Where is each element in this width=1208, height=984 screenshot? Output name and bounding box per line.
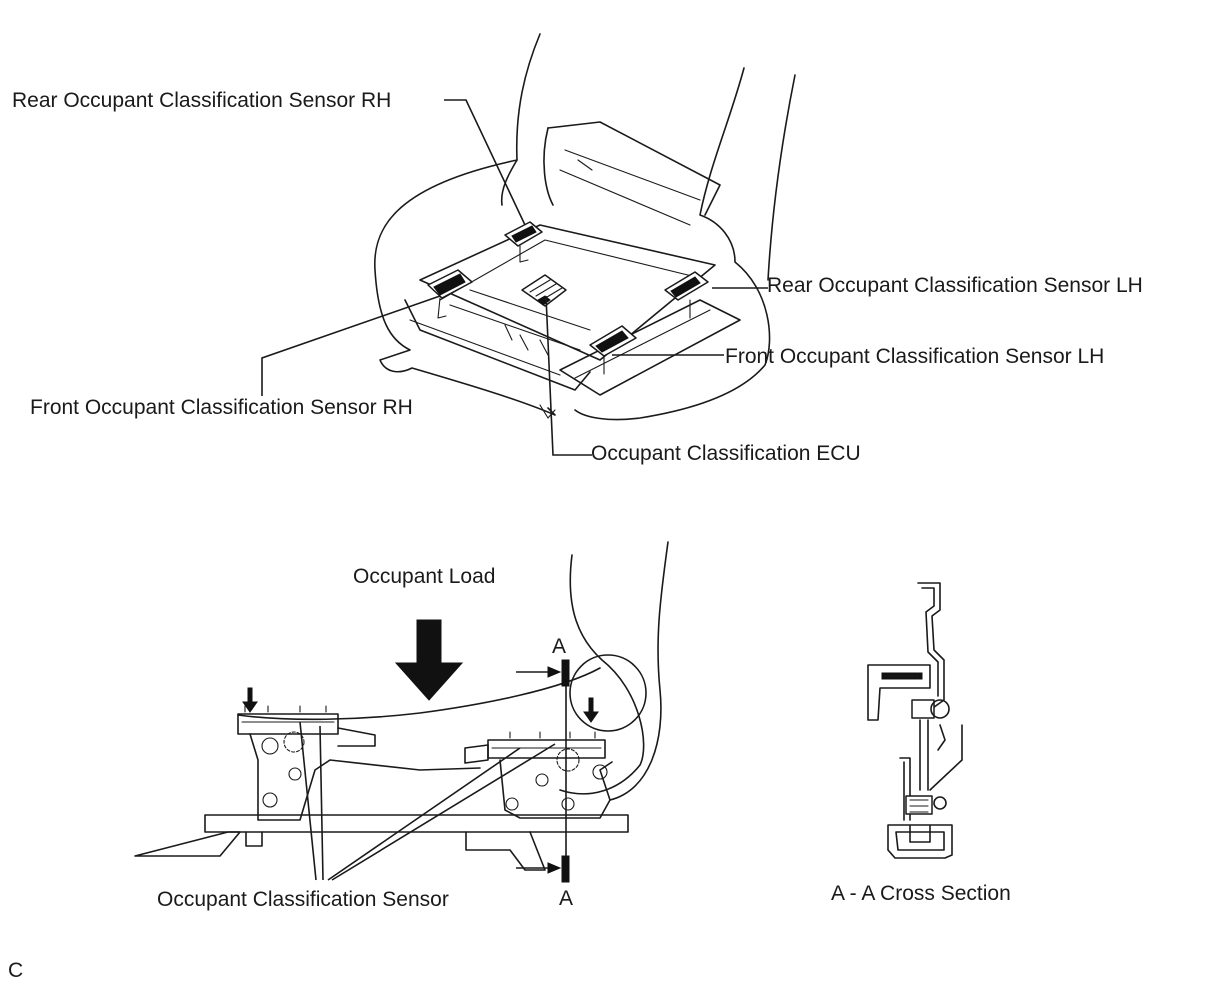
front-rh-sensor-mark <box>427 269 473 319</box>
cross-section-drawing <box>867 582 963 859</box>
label-section-a-top: A <box>552 635 567 658</box>
rear-lh-sensor-mark <box>664 271 709 319</box>
side-view-drawing <box>134 541 669 883</box>
rear-rh-sensor-mark <box>504 221 543 263</box>
occupant-load-arrow <box>394 619 464 701</box>
label-front-rh-sensor: Front Occupant Classification Sensor RH <box>30 396 413 419</box>
figure-code: C <box>8 959 24 982</box>
label-ecu: Occupant Classification ECU <box>591 442 861 465</box>
label-rear-lh-sensor: Rear Occupant Classification Sensor LH <box>767 274 1143 297</box>
seat-cushion-drawing <box>374 33 796 421</box>
label-section-a-bottom: A <box>559 887 574 910</box>
label-cross-section: A - A Cross Section <box>831 882 1011 905</box>
ecu-mark <box>521 274 567 307</box>
label-rear-rh-sensor: Rear Occupant Classification Sensor RH <box>12 89 392 112</box>
leader-lines-bottom <box>299 721 556 881</box>
leader-lines-top <box>261 99 768 456</box>
front-lh-sensor-mark <box>589 325 637 375</box>
label-front-lh-sensor: Front Occupant Classification Sensor LH <box>725 345 1105 368</box>
label-occupant-load: Occupant Load <box>353 565 496 588</box>
label-sensor: Occupant Classification Sensor <box>157 888 449 911</box>
